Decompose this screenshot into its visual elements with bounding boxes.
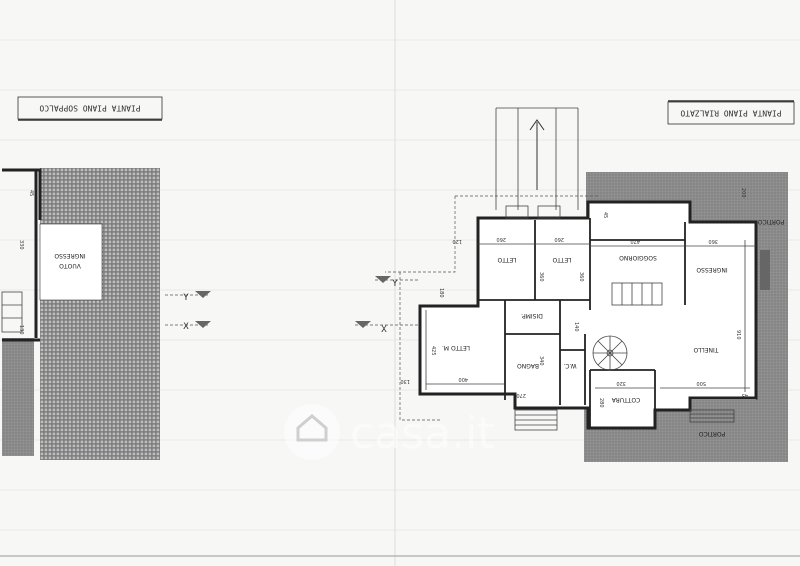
dim-360-c: 360 (708, 238, 718, 244)
dim-140: 140 (573, 322, 579, 332)
dim-left-130: 130 (18, 325, 24, 335)
mezzanine-title-block: PIANTA PIANO SOPPALCO (17, 96, 163, 121)
section-markers-right: Y X (355, 276, 420, 335)
dim-200: 200 (740, 188, 746, 198)
dim-340: 340 (538, 356, 544, 366)
dimension-lines (425, 240, 756, 392)
section-markers-left: Y X (165, 291, 211, 332)
room-ingresso: INGRESSO (696, 266, 727, 273)
ground-title: PIANTA PIANO RIALZATO (680, 109, 781, 118)
gravel-strip (2, 338, 34, 456)
dim-360-b: 360 (578, 272, 584, 282)
dim-130: 130 (400, 378, 410, 384)
section-mark-y-right: Y (392, 279, 398, 289)
dim-910: 910 (735, 330, 741, 340)
dim-260-a: 260 (496, 236, 506, 242)
dim-left-45: 45 (28, 190, 34, 196)
void-area (39, 223, 103, 301)
dim-120: 120 (452, 238, 462, 244)
room-tinello: TINELLO (693, 346, 719, 353)
watermark: casa.it (284, 404, 495, 460)
dim-45-b: 45 (742, 392, 748, 398)
room-ingresso-left: INGRESSO (54, 252, 85, 259)
ground-title-block: PIANTA PIANO RIALZATO (667, 100, 795, 125)
room-labels: LETTO LETTO SOGGIORNO INGRESSO DISIMP. L… (442, 218, 784, 437)
room-letto-m: LETTO M. (442, 344, 470, 351)
staircase (592, 282, 663, 371)
front-steps (505, 205, 735, 431)
tiled-terrace (40, 168, 160, 460)
dim-320: 320 (616, 380, 626, 386)
room-letto-2: LETTO (552, 256, 571, 263)
room-cottura: COTTURA (611, 396, 640, 403)
dim-425: 425 (430, 346, 436, 356)
room-portico-bottom: PORTICO (699, 430, 726, 437)
entrance-path (495, 107, 579, 210)
section-mark-y-left: Y (183, 293, 189, 303)
dim-270: 270 (516, 392, 526, 398)
dim-280: 280 (598, 398, 604, 408)
dim-500: 500 (696, 380, 706, 386)
mezzanine-title: PIANTA PIANO SOPPALCO (39, 104, 140, 113)
dim-left-330: 330 (18, 240, 24, 250)
house-floor (420, 202, 756, 428)
room-wc: W.C. (563, 362, 576, 369)
room-portico-top: PORTICO (758, 218, 785, 225)
dim-400: 400 (458, 376, 468, 382)
watermark-house-icon (284, 404, 340, 460)
interior-walls (477, 218, 686, 428)
mezzanine-plan: VUOTO INGRESSO 330 45 130 (1, 168, 160, 460)
dim-360-a: 360 (538, 272, 544, 282)
room-letto-1: LETTO (497, 256, 516, 263)
room-soggiorno: SOGGIORNO (619, 254, 657, 261)
section-mark-x-right: X (381, 325, 387, 335)
dim-180: 180 (438, 288, 444, 298)
room-disimpegno: DISIMP. (521, 312, 543, 319)
watermark-text: casa.it (350, 408, 495, 459)
room-vuoto: VUOTO (59, 262, 81, 269)
dim-470: 470 (630, 238, 640, 244)
room-bagno: BAGNO (517, 362, 539, 369)
side-planter (760, 250, 770, 290)
dimension-values: 260 360 260 360 470 360 910 400 425 270 … (400, 188, 748, 408)
section-mark-x-left: X (183, 322, 189, 332)
dim-45-a: 45 (602, 212, 608, 218)
dim-260-b: 260 (554, 236, 564, 242)
